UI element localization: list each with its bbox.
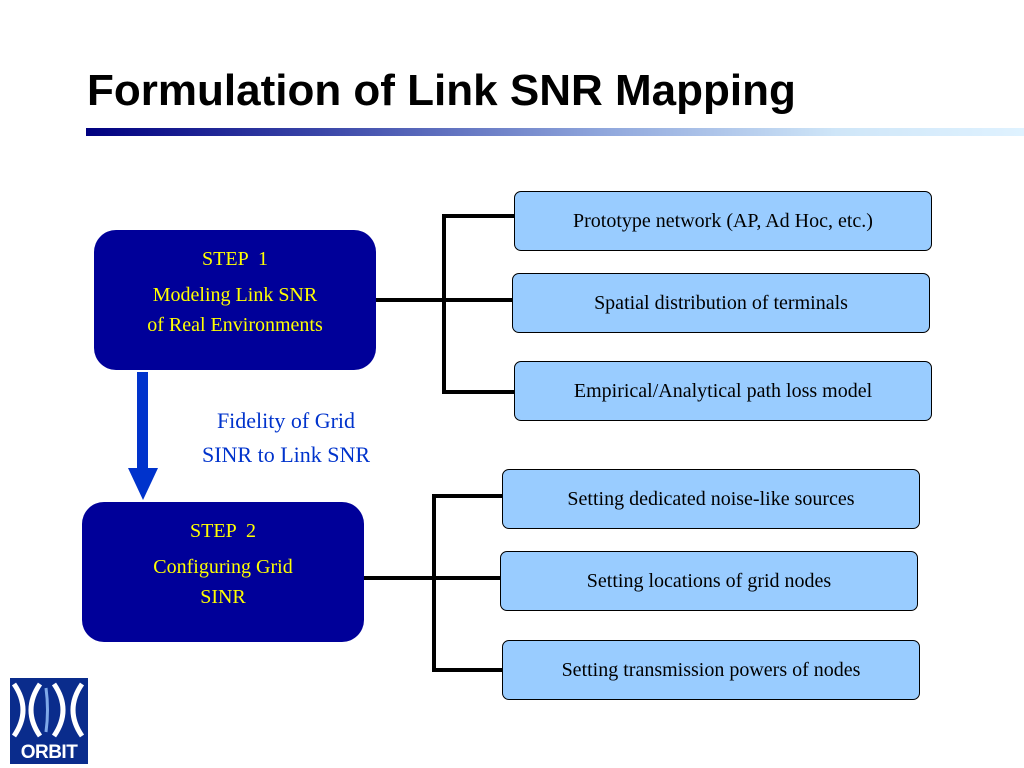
orbit-logo-mark-icon	[10, 678, 88, 742]
step2-line-1: Configuring Grid	[153, 556, 293, 578]
title-underline	[86, 128, 1024, 136]
fidelity-caption: Fidelity of Grid SINR to Link SNR	[170, 404, 402, 472]
step1-item-1: Prototype network (AP, Ad Hoc, etc.)	[514, 191, 932, 251]
step2-label: STEP 2	[190, 520, 256, 542]
step2-connector-branch-3	[432, 668, 502, 672]
step2-connector-vertical	[432, 494, 436, 672]
page-title: Formulation of Link SNR Mapping	[87, 66, 796, 115]
step1-connector-horizontal	[376, 298, 446, 302]
step1-label: STEP 1	[202, 248, 268, 270]
step1-line-1: Modeling Link SNR	[152, 284, 318, 306]
fidelity-line-1: Fidelity of Grid	[216, 408, 356, 433]
step1-connector-branch-1	[442, 214, 514, 218]
step2-box: STEP 2 Configuring Grid SINR	[82, 502, 364, 642]
step1-connector-branch-3	[442, 390, 514, 394]
step2-item-1: Setting dedicated noise-like sources	[502, 469, 920, 529]
step1-connector-vertical	[442, 214, 446, 394]
step2-connector-horizontal	[364, 576, 436, 580]
orbit-logo-text: ORBIT	[20, 742, 78, 763]
step1-connector-branch-2	[442, 298, 512, 302]
step1-line-2: of Real Environments	[147, 314, 323, 336]
step2-item-3: Setting transmission powers of nodes	[502, 640, 920, 700]
down-arrow-icon	[128, 372, 158, 500]
step2-connector-branch-1	[432, 494, 502, 498]
step2-item-2: Setting locations of grid nodes	[500, 551, 918, 611]
step1-item-3: Empirical/Analytical path loss model	[514, 361, 932, 421]
step1-item-2: Spatial distribution of terminals	[512, 273, 930, 333]
step2-line-2: SINR	[200, 586, 246, 608]
fidelity-line-2: SINR to Link SNR	[201, 442, 371, 467]
step2-connector-branch-2	[432, 576, 502, 580]
orbit-logo: ORBIT	[10, 678, 88, 764]
step1-box: STEP 1 Modeling Link SNR of Real Environ…	[94, 230, 376, 370]
